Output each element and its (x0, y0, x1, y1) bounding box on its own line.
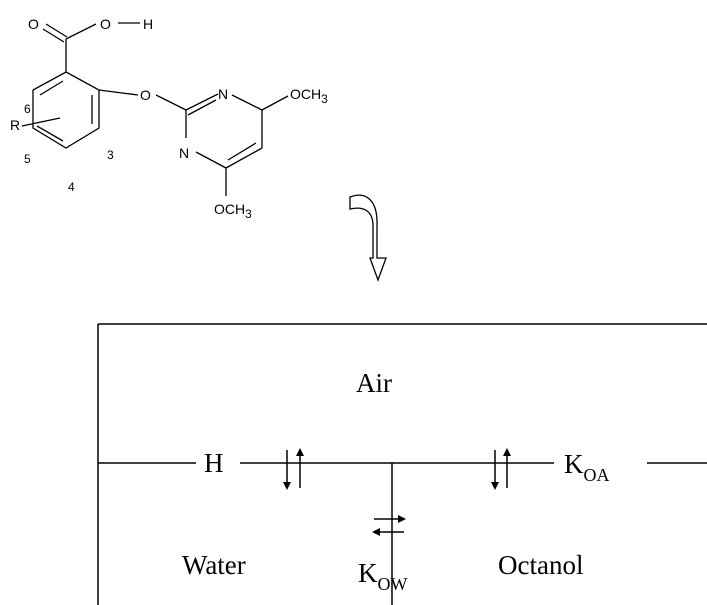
co-bond (65, 23, 97, 40)
methoxy-top-label: OCH3 (290, 86, 328, 106)
r-group-bond (21, 117, 61, 127)
partition-diagram: Air H Water Octanol KOA KOW (97, 323, 707, 605)
position-6-label: 6 (24, 102, 31, 116)
ether-bond-b (155, 94, 187, 111)
h-label: H (204, 448, 224, 478)
transform-arrow-icon (349, 194, 387, 282)
arrow-up-head (296, 448, 304, 456)
ether-bond-a (98, 89, 139, 96)
air-water-exchange-arrows (283, 448, 304, 490)
benzene-double-b (36, 125, 64, 142)
pyr-bond-5 (195, 151, 227, 169)
air-octanol-exchange-arrows (491, 448, 511, 490)
benzene-double-c (39, 80, 64, 96)
pyr-bond-4 (225, 147, 263, 169)
arrow-right-head (398, 515, 406, 523)
methoxy-bottom-label: OCH3 (214, 201, 252, 221)
air-label: Air (356, 368, 392, 398)
position-5-label: 5 (24, 152, 31, 166)
position-4-label: 4 (68, 180, 75, 194)
arrow-up-head (503, 448, 511, 456)
arrow-left-head (372, 528, 380, 536)
pyr-bond-1b (187, 99, 217, 116)
water-octanol-exchange-arrows (372, 515, 406, 536)
carbonyl-bond-b (42, 28, 65, 43)
water-label: Water (182, 550, 246, 580)
hydroxyl-o-label: O (100, 16, 111, 32)
molecule-structure: O O H O N N OCH3 OCH3 R 3 4 5 6 (10, 16, 328, 221)
pyr-bond-4b (227, 142, 257, 161)
arrow-down-head (491, 482, 499, 490)
n-top-label: N (218, 86, 228, 102)
ether-o-label: O (140, 87, 151, 103)
koa-label: KOA (564, 449, 610, 485)
methoxy-top-bond (261, 95, 289, 111)
r-group-label: R (10, 117, 20, 133)
kow-label: KOW (358, 558, 408, 594)
benzene-ring (32, 71, 100, 149)
position-3-label: 3 (107, 148, 114, 162)
pyr-bond-2 (231, 94, 263, 111)
arrow-down-head (283, 482, 291, 490)
pyr-bond-1 (185, 93, 219, 111)
octanol-label: Octanol (498, 550, 583, 580)
n-bottom-label: N (179, 145, 189, 161)
carbonyl-o-label: O (28, 16, 39, 32)
hydrogen-label: H (143, 16, 153, 32)
carbonyl-bond-a (45, 23, 68, 38)
